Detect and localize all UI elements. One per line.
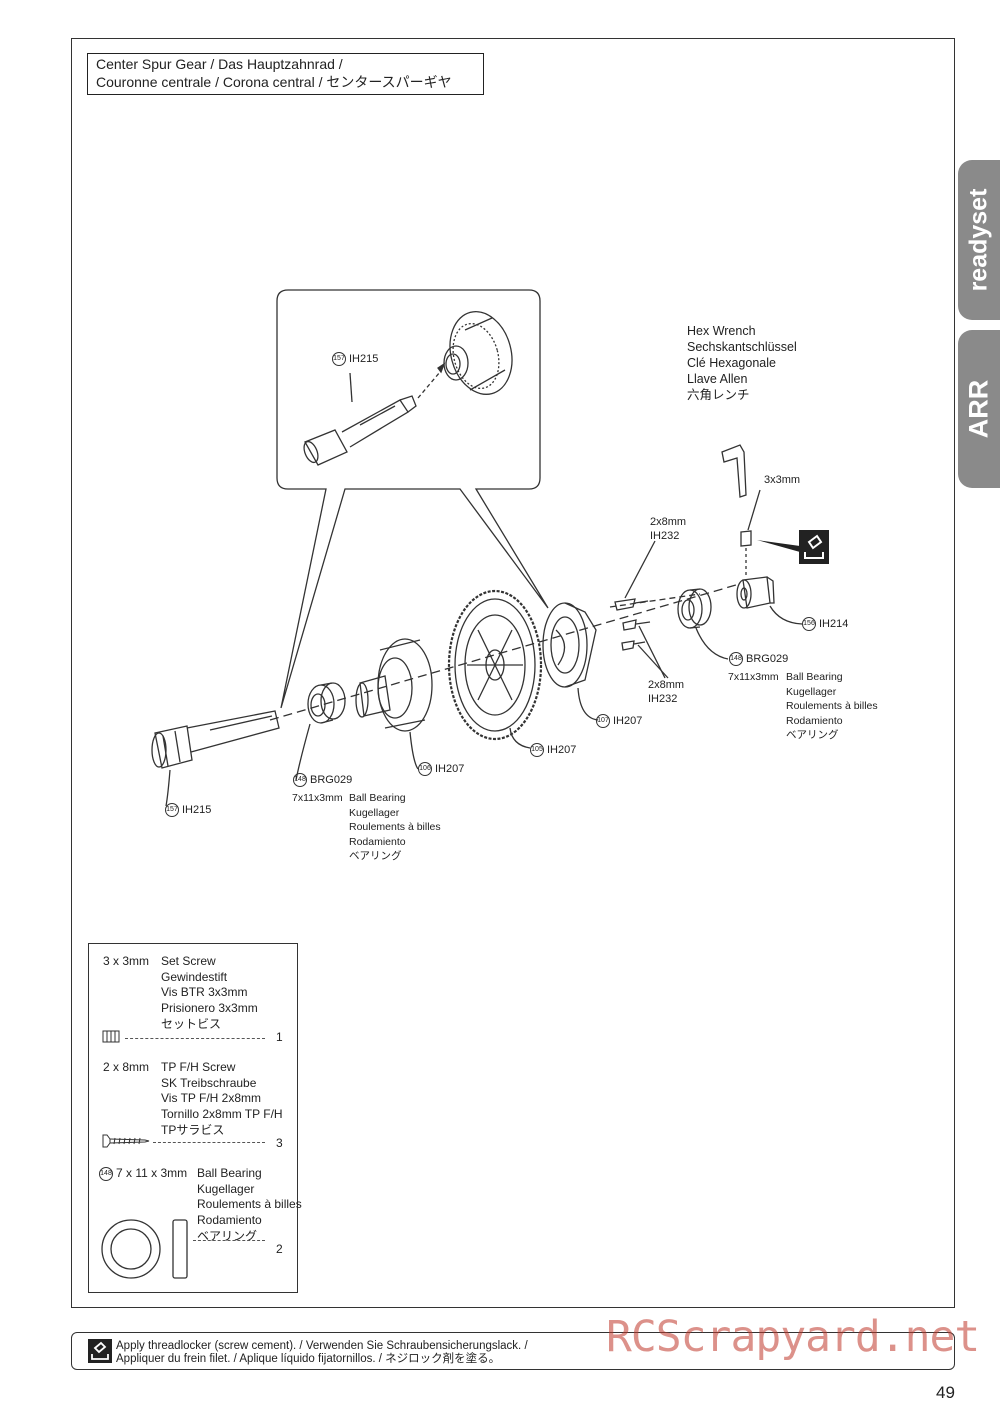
callout-brg-right-size: 7x11x3mm [728, 671, 779, 683]
diff-half-left [355, 638, 433, 732]
page-frame [71, 38, 955, 1308]
screw-icon [102, 1134, 150, 1148]
title-line-2: Couronne centrale / Corona central / センタ… [96, 74, 452, 90]
callout-screw-bottom: 2x8mm IH232 [648, 679, 685, 705]
legend-bearing-desc: Ball Bearing Kugellager Roulements à bil… [197, 1166, 302, 1243]
threadlocker-icon [88, 1339, 112, 1363]
note-line-2: Appliquer du frein filet. / Aplique líqu… [116, 1353, 501, 1365]
legend-set-screw-size: 3 x 3mm [103, 954, 150, 968]
threadlocker-note: Apply threadlocker (screw cement). / Ver… [71, 1332, 955, 1370]
callout-screw-top: 2x8mm IH232 [650, 516, 687, 542]
legend-tp-screw-desc: TP F/H Screw SK Treibschraube Vis TP F/H… [161, 1060, 283, 1137]
bearing-right [677, 588, 712, 629]
callout-brg-left-desc: Ball Bearing Kugellager Roulements à bil… [349, 792, 441, 862]
page-number: 49 [936, 1383, 955, 1402]
set-screw-drawing [740, 530, 752, 547]
legend-tp-screw-dash [153, 1142, 265, 1143]
parts-legend: 3 x 3mm Set Screw Gewindestift Vis BTR 3… [88, 943, 302, 1293]
hex-wrench-icon [721, 444, 747, 498]
legend-bearing-dash [193, 1240, 265, 1241]
bearing-left [307, 682, 346, 724]
bearing-icon [101, 1219, 188, 1279]
detail-callout-bubble [276, 289, 549, 709]
section-title: Center Spur Gear / Das Hauptzahnrad / Co… [87, 53, 484, 95]
legend-set-screw-qty: 1 [276, 1030, 283, 1044]
title-line-1: Center Spur Gear / Das Hauptzahnrad / [96, 56, 343, 72]
watermark: RCScrapyard.net [606, 1312, 980, 1362]
callout-brg-right-desc: Ball Bearing Kugellager Roulements à bil… [786, 671, 878, 741]
callout-hex-wrench: Hex Wrench Sechskantschlüssel Clé Hexago… [687, 324, 797, 402]
cup-joint-ih214 [736, 576, 775, 609]
legend-set-screw-desc: Set Screw Gewindestift Vis BTR 3x3mm Pri… [161, 954, 258, 1031]
set-screw-icon [102, 1030, 120, 1043]
callout-setscrew-size: 3x3mm [764, 474, 801, 486]
detail-shaft-drawing [303, 362, 446, 466]
legend-set-screw-dash [125, 1038, 265, 1039]
legend-tp-screw-size: 2 x 8mm [103, 1060, 150, 1074]
threadlocker-icon-diagram [799, 530, 829, 564]
tab-readyset[interactable]: readyset [958, 160, 1000, 320]
spur-gear [447, 589, 543, 741]
screws [614, 598, 651, 651]
tab-arr[interactable]: ARR [958, 330, 1000, 488]
callout-brg-left-size: 7x11x3mm [292, 792, 343, 804]
legend-tp-screw-qty: 3 [276, 1136, 283, 1150]
outdrive-shaft-ih215 [151, 710, 280, 769]
diff-half-right [542, 602, 597, 688]
note-line-1: Apply threadlocker (screw cement). / Ver… [116, 1340, 528, 1352]
legend-bearing-qty: 2 [276, 1242, 283, 1256]
detail-hub-drawing [443, 311, 513, 395]
